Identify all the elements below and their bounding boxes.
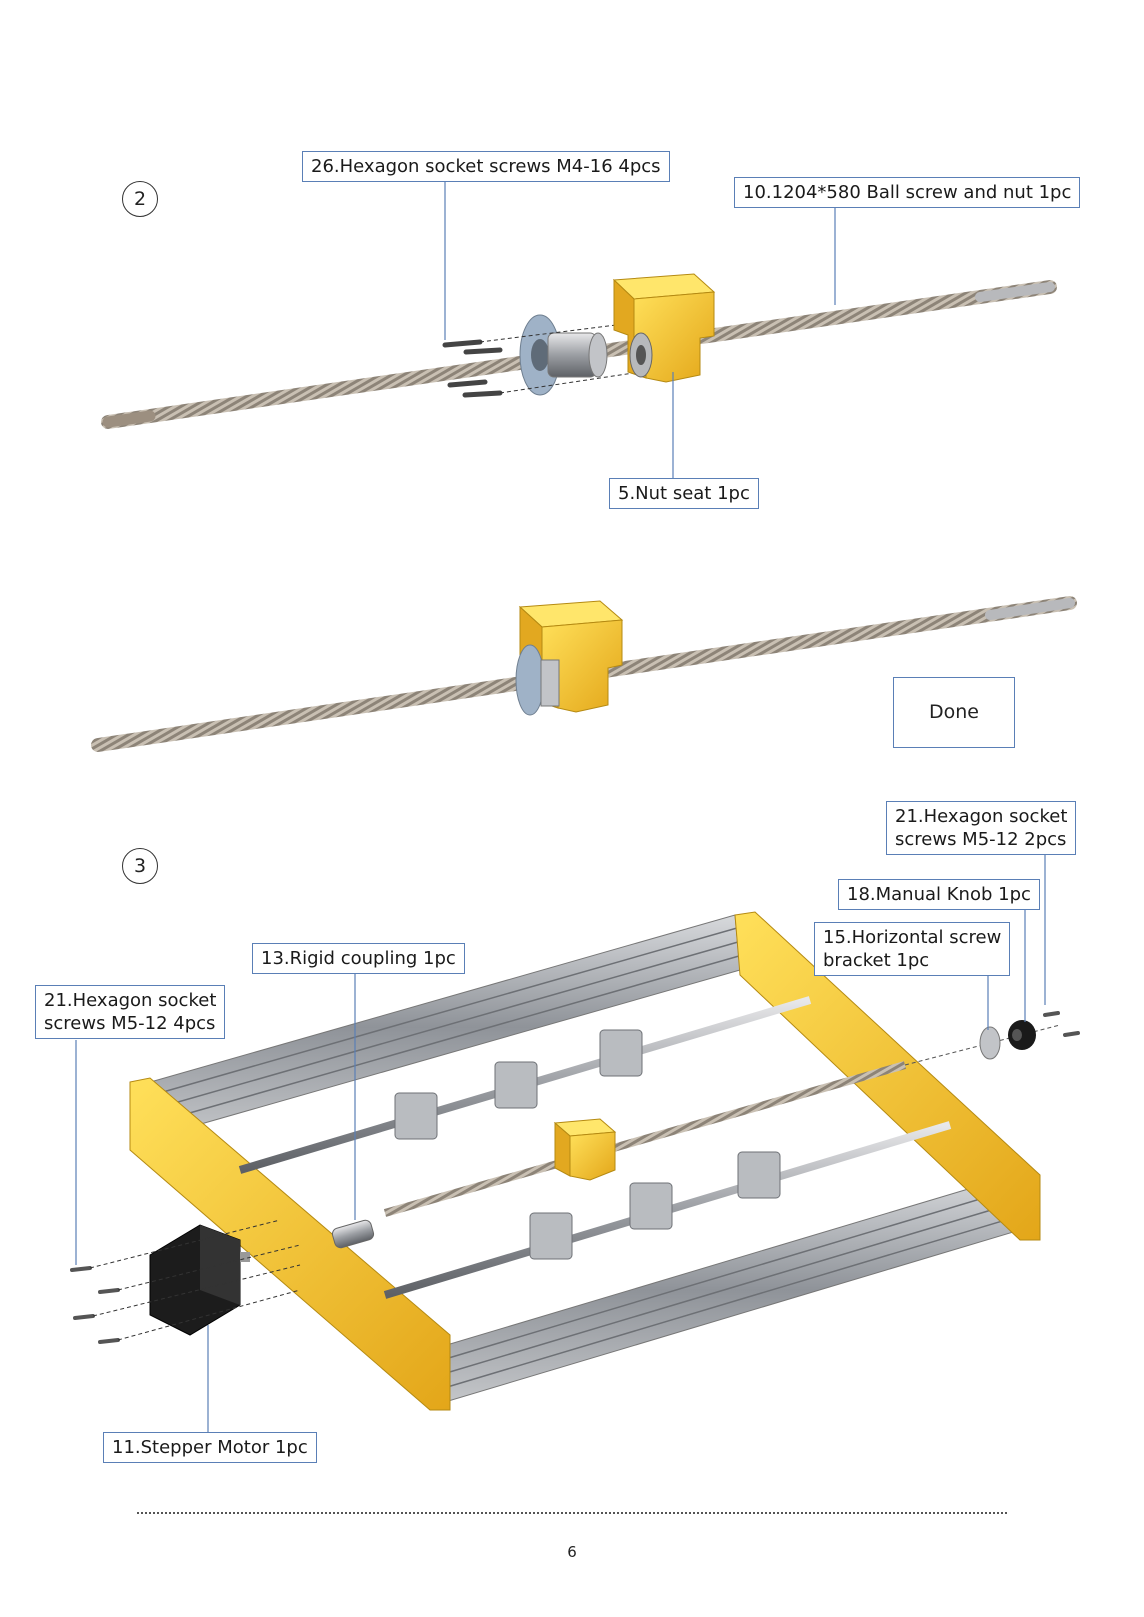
knob-screws bbox=[1045, 1013, 1078, 1035]
page-number: 6 bbox=[0, 1543, 1144, 1561]
label-hex-screws-m5-4pcs: 21.Hexagon socket screws M5-12 4pcs bbox=[35, 985, 225, 1039]
label-manual-knob: 18.Manual Knob 1pc bbox=[838, 879, 1040, 910]
label-line-1: 15.Horizontal screw bbox=[823, 926, 1001, 949]
label-line-2: screws M5-12 2pcs bbox=[895, 828, 1067, 851]
motor-screws bbox=[72, 1268, 118, 1342]
label-hex-screws-m5-2pcs: 21.Hexagon socket screws M5-12 2pcs bbox=[886, 801, 1076, 855]
label-line-2: screws M5-12 4pcs bbox=[44, 1012, 216, 1035]
stepper-motor bbox=[150, 1225, 250, 1335]
label-line-1: 21.Hexagon socket bbox=[44, 989, 216, 1012]
label-rigid-coupling: 13.Rigid coupling 1pc bbox=[252, 943, 465, 974]
nut-seat-block bbox=[614, 274, 714, 382]
footer-divider bbox=[137, 1512, 1007, 1514]
label-nut-seat: 5.Nut seat 1pc bbox=[609, 478, 759, 509]
label-ball-screw: 10.1204*580 Ball screw and nut 1pc bbox=[734, 177, 1080, 208]
label-stepper-motor: 11.Stepper Motor 1pc bbox=[103, 1432, 317, 1463]
horizontal-screw-bracket bbox=[980, 1027, 1000, 1059]
label-horizontal-bracket: 15.Horizontal screw bracket 1pc bbox=[814, 922, 1010, 976]
step-2-marker: 2 bbox=[122, 181, 158, 217]
frame-nut-seat bbox=[555, 1119, 615, 1180]
assembled-nut-seat bbox=[516, 601, 622, 715]
label-line-2: bracket 1pc bbox=[823, 949, 1001, 972]
step-3-marker: 3 bbox=[122, 848, 158, 884]
done-badge: Done bbox=[893, 677, 1015, 748]
rigid-coupling bbox=[331, 1219, 375, 1249]
manual-knob bbox=[1008, 1020, 1036, 1050]
label-line-1: 21.Hexagon socket bbox=[895, 805, 1067, 828]
label-hex-screws-m4: 26.Hexagon socket screws M4-16 4pcs bbox=[302, 151, 670, 182]
